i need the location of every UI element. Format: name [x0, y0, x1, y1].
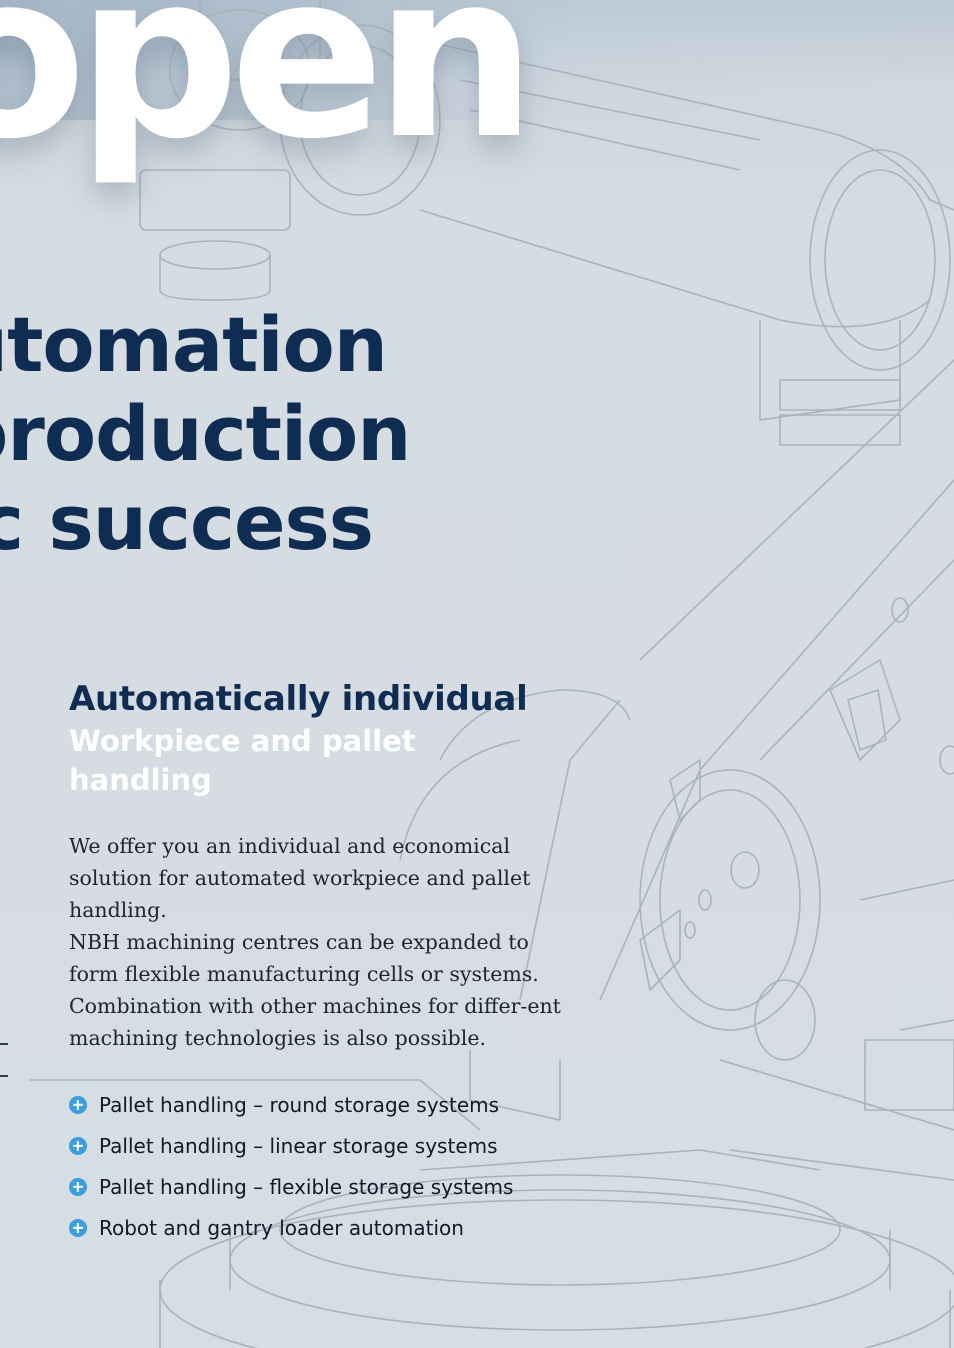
- feature-label: Robot and gantry loader automation: [99, 1215, 464, 1240]
- content-section: Automatically individual Workpiece and p…: [69, 676, 589, 1248]
- section-subtitle: Workpiece and pallet handling: [69, 724, 416, 797]
- feature-label: Pallet handling – linear storage systems: [99, 1133, 498, 1158]
- body-text: We offer you an individual and economica…: [69, 830, 569, 1054]
- list-item: Robot and gantry loader automation: [69, 1207, 589, 1248]
- section-title: Automatically individual: [69, 679, 528, 719]
- list-item: Pallet handling – round storage systems: [69, 1084, 589, 1125]
- list-item: Pallet handling – flexible storage syste…: [69, 1166, 589, 1207]
- plus-circle-icon: [69, 1095, 87, 1114]
- headline-line-1: utomation: [0, 300, 388, 389]
- hero-word: open: [0, 0, 537, 189]
- headline-line-2: production: [0, 389, 411, 478]
- feature-label: Pallet handling – flexible storage syste…: [99, 1174, 514, 1199]
- plus-circle-icon: [69, 1177, 87, 1196]
- feature-label: Pallet handling – round storage systems: [99, 1092, 500, 1117]
- body-paragraph: NBH machining centres can be expanded to…: [69, 930, 561, 1050]
- body-paragraph: We offer you an individual and economica…: [69, 834, 531, 922]
- list-item: Pallet handling – linear storage systems: [69, 1125, 589, 1166]
- margin-hyphen-mark: [0, 1075, 8, 1077]
- plus-circle-icon: [69, 1136, 87, 1155]
- headline-line-3: ic success: [0, 478, 374, 567]
- headline: utomation production ic success: [0, 300, 411, 567]
- top-background-glow: [0, 0, 954, 120]
- plus-circle-icon: [69, 1218, 87, 1237]
- margin-hyphen-mark: [0, 1043, 8, 1045]
- feature-list: Pallet handling – round storage systems …: [69, 1084, 589, 1248]
